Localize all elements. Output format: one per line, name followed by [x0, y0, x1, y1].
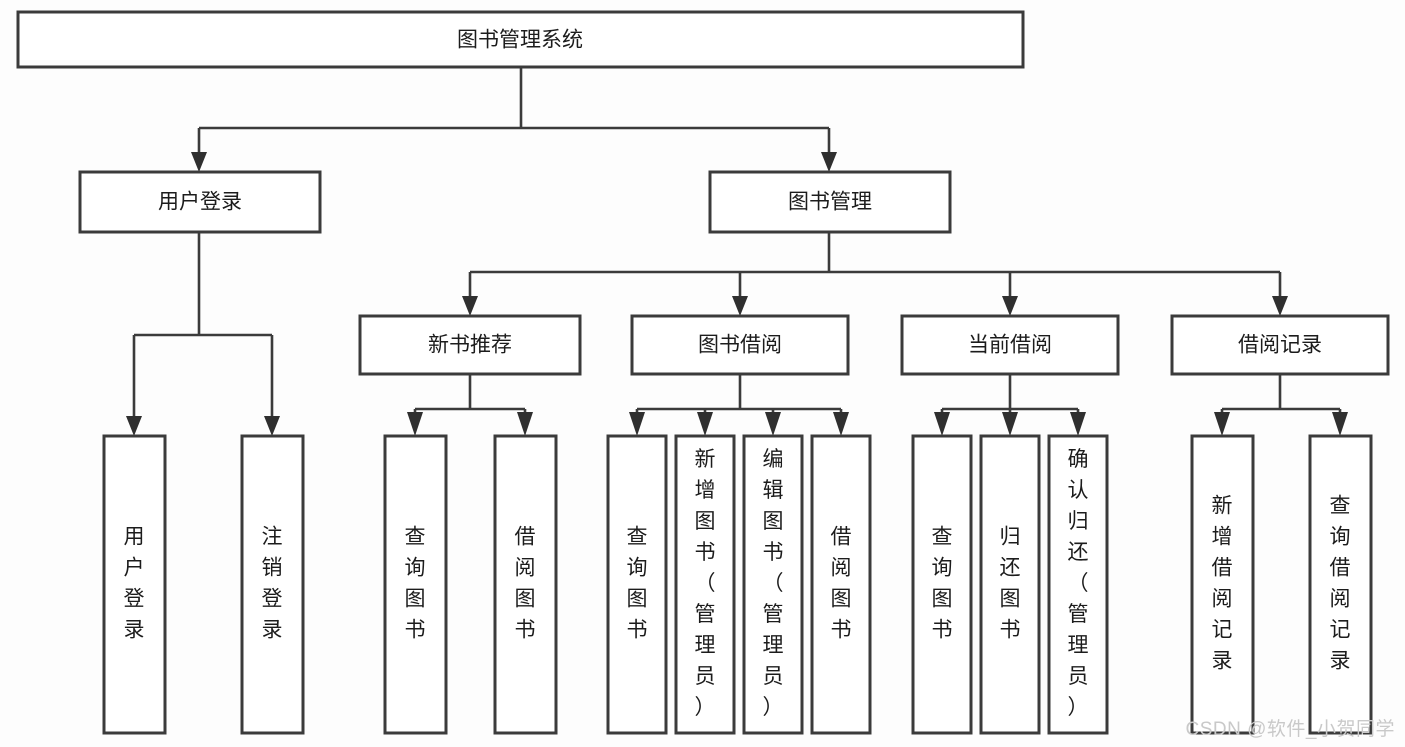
- leaf-user-login-logout[interactable]: 注销登录: [240, 434, 305, 735]
- arrow-leaf-newbook-1: [407, 412, 423, 436]
- leaf-borrowrecord-query[interactable]: 查询借阅记录: [1308, 434, 1373, 735]
- arrow-leaf-newbook-2: [517, 412, 533, 436]
- leaf-currentborrow-confirm-label: 确认归还（管理员）: [1068, 448, 1089, 719]
- csdn-watermark: CSDN @软件_小贺同学: [1185, 719, 1395, 740]
- leaf-bookborrow-add-box[interactable]: [674, 434, 736, 735]
- arrow-leaf-borrowrecord-1: [1214, 412, 1230, 436]
- node-user-login-label: 用户登录: [158, 191, 242, 214]
- node-user-login[interactable]: 用户登录: [78, 170, 322, 234]
- leaf-bookborrow-query-box[interactable]: [606, 434, 668, 735]
- arrow-leaf-currentborrow-2: [1002, 412, 1018, 436]
- leaf-user-login-logout-box[interactable]: [240, 434, 305, 735]
- arrow-leaf-borrowrecord-2: [1332, 412, 1348, 436]
- leaf-bookborrow-edit-box[interactable]: [742, 434, 804, 735]
- connector-layer: [126, 67, 1348, 436]
- arrow-to-borrow-record: [1272, 296, 1288, 316]
- node-new-book-recommend-box[interactable]: [358, 314, 582, 376]
- node-current-borrow-box[interactable]: [900, 314, 1120, 376]
- node-new-book-recommend[interactable]: 新书推荐: [358, 314, 582, 376]
- leaf-bookborrow-query[interactable]: 查询图书: [606, 434, 668, 735]
- leaf-user-login-login-label: 用户登录: [124, 525, 145, 641]
- leaf-borrowrecord-query-box[interactable]: [1308, 434, 1373, 735]
- node-book-borrow-label: 图书借阅: [698, 334, 782, 357]
- node-book-management[interactable]: 图书管理: [708, 170, 952, 234]
- arrow-leaf-bookborrow-3: [765, 412, 781, 436]
- arrow-leaf-user-login-1: [126, 416, 142, 436]
- leaf-bookborrow-edit[interactable]: 编辑图书（管理员）: [742, 434, 804, 735]
- arrow-to-book-borrow: [732, 296, 748, 316]
- node-book-borrow-box[interactable]: [630, 314, 850, 376]
- node-user-login-box[interactable]: [78, 170, 322, 234]
- leaf-borrowrecord-query-label: 查询借阅记录: [1330, 494, 1351, 672]
- node-current-borrow[interactable]: 当前借阅: [900, 314, 1120, 376]
- node-borrow-record-label: 借阅记录: [1238, 334, 1322, 357]
- leaf-newbook-borrow-box[interactable]: [493, 434, 558, 735]
- leaf-bookborrow-borrow-box[interactable]: [810, 434, 872, 735]
- arrow-leaf-bookborrow-1: [629, 412, 645, 436]
- leaf-bookborrow-add-label: 新增图书（管理员）: [695, 448, 716, 719]
- arrow-to-book-mgmt: [821, 152, 837, 172]
- leaf-bookborrow-add[interactable]: 新增图书（管理员）: [674, 434, 736, 735]
- node-book-borrow[interactable]: 图书借阅: [630, 314, 850, 376]
- arrow-leaf-bookborrow-4: [833, 412, 849, 436]
- leaf-newbook-query-label: 查询图书: [405, 525, 426, 641]
- arrow-to-new-book: [462, 296, 478, 316]
- leaf-borrowrecord-add-label: 新增借阅记录: [1212, 494, 1233, 672]
- leaf-currentborrow-confirm[interactable]: 确认归还（管理员）: [1047, 434, 1109, 735]
- leaf-newbook-borrow[interactable]: 借阅图书: [493, 434, 558, 735]
- leaf-bookborrow-borrow-label: 借阅图书: [831, 525, 852, 641]
- arrow-to-user-login: [191, 152, 207, 172]
- arrow-to-current-borrow: [1002, 296, 1018, 316]
- leaf-user-login-logout-label: 注销登录: [262, 525, 283, 641]
- leaf-user-login-login-box[interactable]: [102, 434, 167, 735]
- leaf-newbook-query[interactable]: 查询图书: [383, 434, 448, 735]
- node-root-box[interactable]: [16, 10, 1025, 69]
- arrow-leaf-bookborrow-2: [697, 412, 713, 436]
- leaf-bookborrow-query-label: 查询图书: [627, 525, 648, 641]
- node-book-management-label: 图书管理: [788, 191, 872, 214]
- leaf-currentborrow-return-box[interactable]: [979, 434, 1041, 735]
- arrow-leaf-currentborrow-3: [1070, 412, 1086, 436]
- leaf-newbook-borrow-label: 借阅图书: [515, 525, 536, 641]
- leaf-currentborrow-return-label: 归还图书: [1000, 525, 1021, 641]
- node-new-book-recommend-label: 新书推荐: [428, 334, 512, 357]
- arrow-leaf-currentborrow-1: [934, 412, 950, 436]
- leaf-currentborrow-query-box[interactable]: [911, 434, 973, 735]
- leaf-currentborrow-confirm-box[interactable]: [1047, 434, 1109, 735]
- leaf-newbook-query-box[interactable]: [383, 434, 448, 735]
- node-borrow-record-box[interactable]: [1170, 314, 1390, 376]
- leaf-user-login-login[interactable]: 用户登录: [102, 434, 167, 735]
- leaf-borrowrecord-add[interactable]: 新增借阅记录: [1190, 434, 1255, 735]
- leaf-borrowrecord-add-box[interactable]: [1190, 434, 1255, 735]
- arrow-leaf-user-login-2: [264, 416, 280, 436]
- node-current-borrow-label: 当前借阅: [968, 334, 1052, 357]
- leaf-currentborrow-query[interactable]: 查询图书: [911, 434, 973, 735]
- leaf-bookborrow-edit-label: 编辑图书（管理员）: [763, 448, 784, 719]
- leaf-bookborrow-borrow[interactable]: 借阅图书: [810, 434, 872, 735]
- leaf-currentborrow-return[interactable]: 归还图书: [979, 434, 1041, 735]
- leaf-currentborrow-query-label: 查询图书: [932, 525, 953, 641]
- node-book-management-box[interactable]: [708, 170, 952, 234]
- node-root-system[interactable]: 图书管理系统: [16, 10, 1025, 69]
- node-root-label: 图书管理系统: [457, 29, 583, 52]
- node-borrow-record[interactable]: 借阅记录: [1170, 314, 1390, 376]
